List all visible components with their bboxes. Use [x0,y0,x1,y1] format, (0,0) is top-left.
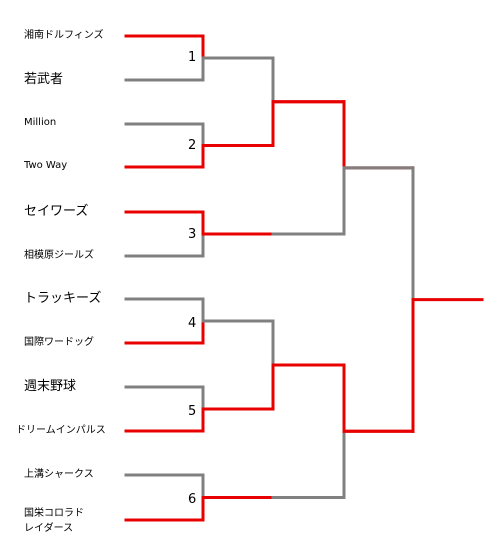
match-number-4: 4 [188,316,197,331]
match-number-5: 5 [188,404,197,419]
team-name-11: 上溝シャークス [24,469,94,480]
team-name-10: ドリームインパルス [16,425,106,436]
team-name-6: 相模原ジールズ [24,250,94,261]
match-number-3: 3 [188,227,197,242]
team-name-12-text: 国栄コロラド レイダース [24,508,84,534]
team-name-5: セイワーズ [24,204,89,219]
team-name-3: Million [24,117,57,128]
team-name-4: Two Way [24,160,68,171]
team-name-7: トラッキーズ [24,291,102,306]
team-name-1: 湘南ドルフィンズ [24,30,104,41]
match-number-6: 6 [188,492,197,507]
team-name-2: 若武者 [24,72,64,87]
team-name-8: 国際ワードッグ [24,337,94,348]
team-name-12: 国栄コロラド レイダース [24,506,84,536]
match-number-1: 1 [188,50,197,65]
match-number-2: 2 [188,138,197,153]
team-name-9: 週末野球 [24,379,77,394]
